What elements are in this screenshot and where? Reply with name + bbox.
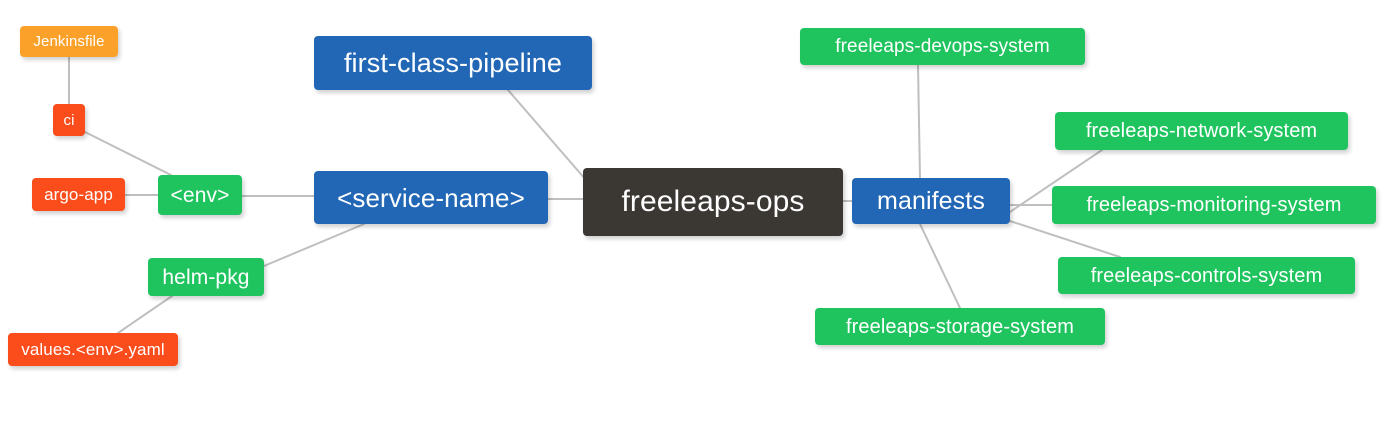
edge-manifests-controls bbox=[1009, 220, 1121, 258]
mindmap-node-argo-app[interactable]: argo-app bbox=[32, 178, 125, 211]
mindmap-node-ci[interactable]: ci bbox=[53, 104, 85, 136]
mindmap-node-label: manifests bbox=[877, 186, 985, 215]
mindmap-node-freeleaps-devops-system[interactable]: freeleaps-devops-system bbox=[800, 28, 1085, 65]
mindmap-node-label: ci bbox=[63, 111, 75, 129]
edge-manifests-storage bbox=[919, 223, 961, 309]
mindmap-node-freeleaps-storage-system[interactable]: freeleaps-storage-system bbox=[815, 308, 1105, 345]
edge-ops-pipeline bbox=[507, 89, 587, 181]
mindmap-node-service-name[interactable]: <service-name> bbox=[314, 171, 548, 224]
mindmap-node-freeleaps-monitoring-system[interactable]: freeleaps-monitoring-system bbox=[1052, 186, 1376, 224]
mindmap-node-values-env-yaml[interactable]: values.<env>.yaml bbox=[8, 333, 178, 366]
mindmap-node-label: freeleaps-monitoring-system bbox=[1086, 194, 1342, 216]
mindmap-node-freeleaps-network-system[interactable]: freeleaps-network-system bbox=[1055, 112, 1348, 150]
mindmap-node-label: <env> bbox=[170, 183, 230, 207]
mindmap-node-label: freeleaps-network-system bbox=[1085, 120, 1318, 142]
mindmap-node-label: freeleaps-storage-system bbox=[845, 315, 1075, 338]
mindmap-node-manifests[interactable]: manifests bbox=[852, 178, 1010, 224]
mindmap-node-Jenkinsfile[interactable]: Jenkinsfile bbox=[20, 26, 118, 57]
edge-helm-values bbox=[117, 295, 173, 334]
edge-env-ci bbox=[84, 131, 172, 176]
mindmap-node-label: first-class-pipeline bbox=[343, 47, 563, 78]
mindmap-node-label: freeleaps-controls-system bbox=[1090, 264, 1323, 287]
mindmap-node-freeleaps-ops[interactable]: freeleaps-ops bbox=[583, 168, 843, 236]
edge-service-helm bbox=[263, 223, 365, 267]
mindmap-node-label: values.<env>.yaml bbox=[21, 340, 165, 359]
mindmap-node-label: helm-pkg bbox=[162, 265, 250, 289]
mindmap-node-label: argo-app bbox=[44, 185, 113, 204]
edge-manifests-devops bbox=[917, 64, 921, 179]
mindmap-node-label: freeleaps-devops-system bbox=[835, 36, 1050, 57]
mindmap-node-env[interactable]: <env> bbox=[158, 175, 242, 215]
mindmap-node-first-class-pipeline[interactable]: first-class-pipeline bbox=[314, 36, 592, 90]
mindmap-node-freeleaps-controls-system[interactable]: freeleaps-controls-system bbox=[1058, 257, 1355, 294]
mindmap-node-label: Jenkinsfile bbox=[33, 33, 105, 50]
mindmap-node-label: freeleaps-ops bbox=[621, 185, 805, 218]
mindmap-node-label: <service-name> bbox=[337, 182, 525, 213]
mindmap-node-helm-pkg[interactable]: helm-pkg bbox=[148, 258, 264, 296]
